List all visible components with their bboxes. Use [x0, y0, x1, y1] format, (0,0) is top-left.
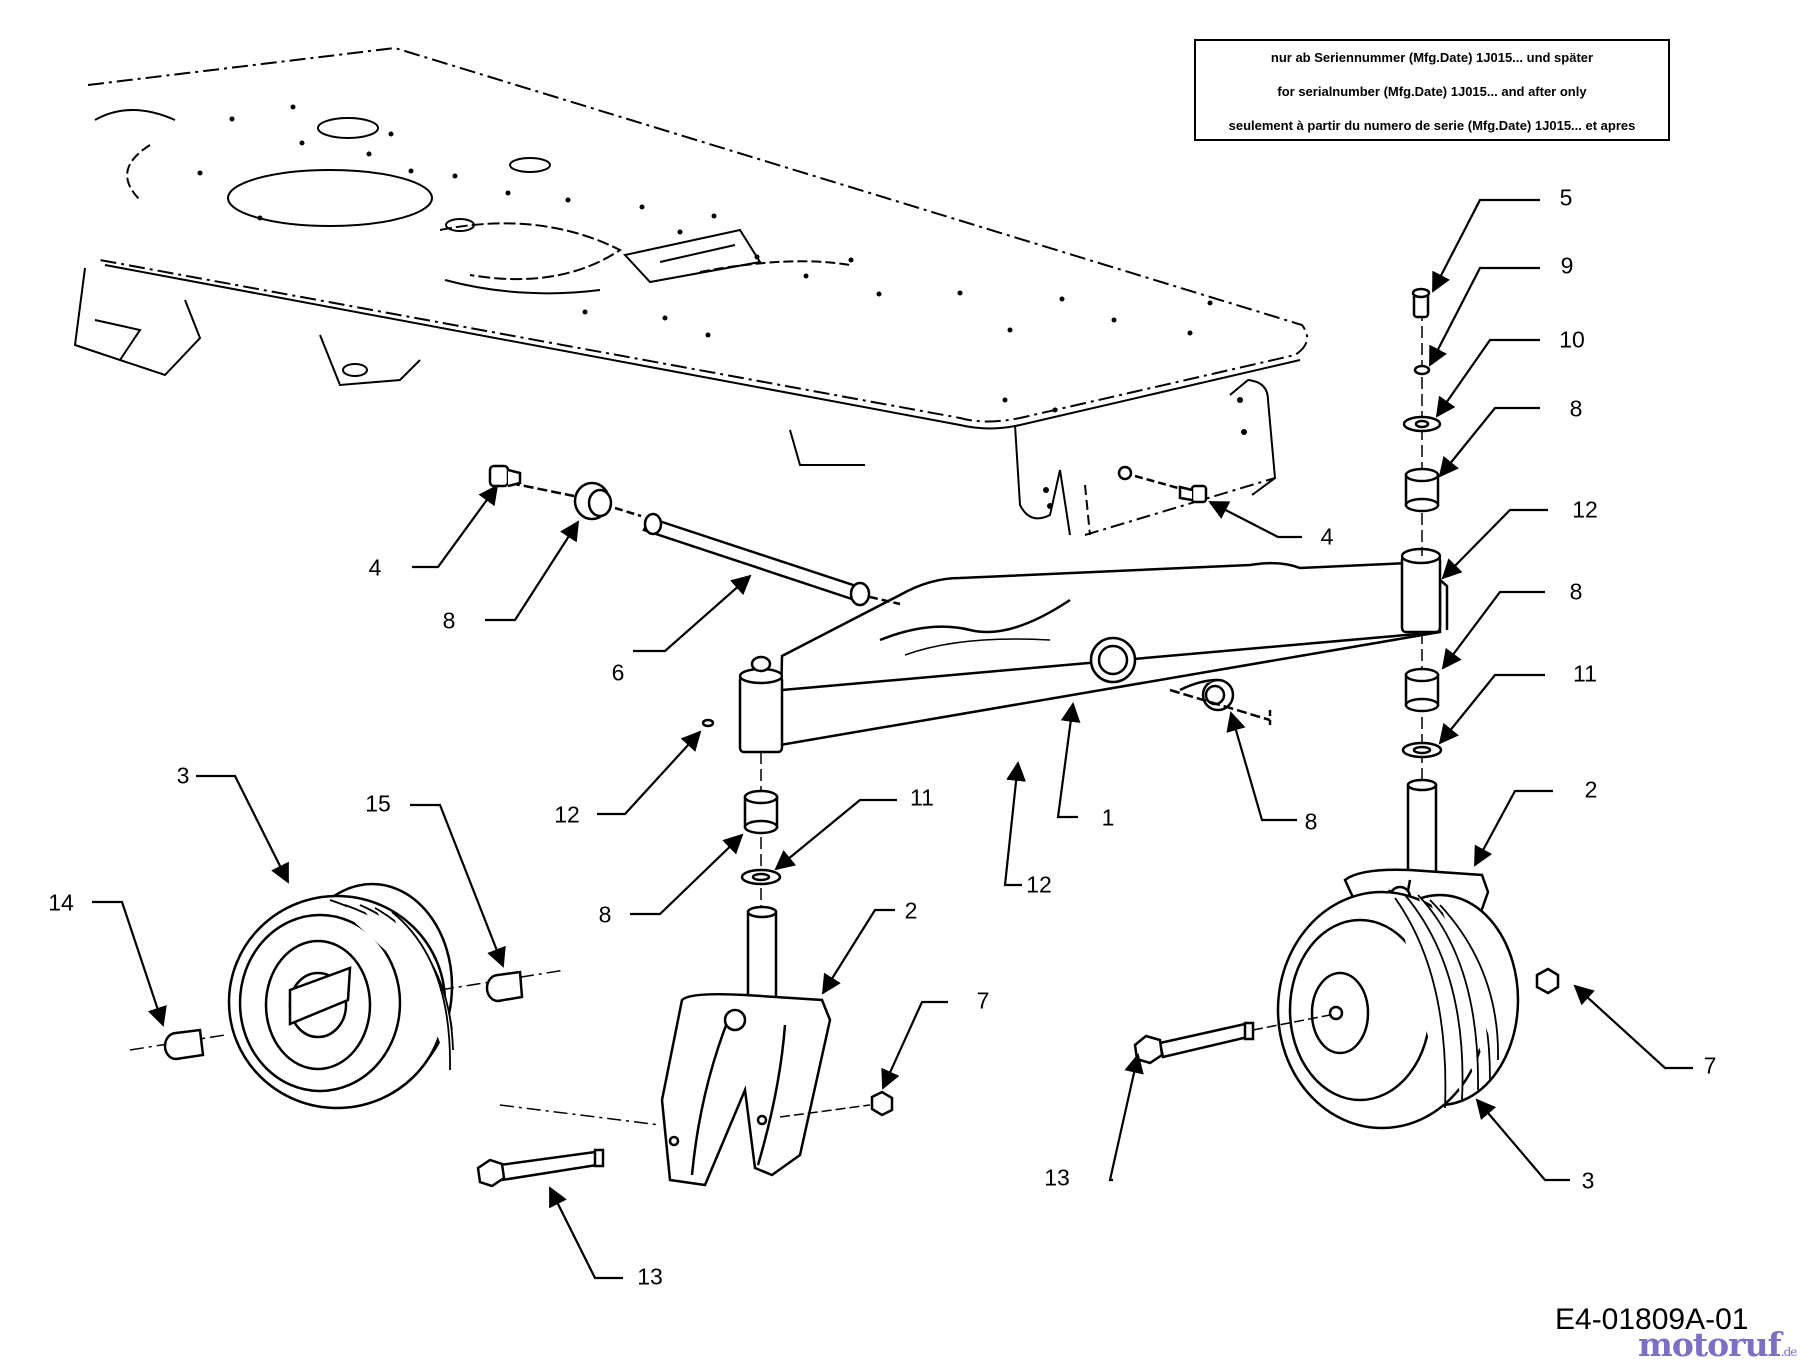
callout-14: 14 — [48, 889, 74, 916]
callout-12: 12 — [554, 801, 580, 828]
callout-4: 4 — [368, 554, 382, 581]
notice-line-german: nur ab Seriennummer (Mfg.Date) 1J015... … — [1270, 50, 1594, 65]
chassis-frame — [73, 46, 1309, 536]
left-axle-bolt — [476, 1090, 894, 1188]
callout-12: 12 — [1572, 496, 1598, 523]
callout-3: 3 — [176, 762, 190, 789]
callout-1: 1 — [1101, 804, 1115, 831]
logo-name: motoruf — [1638, 1325, 1782, 1364]
callout-10: 10 — [1559, 326, 1585, 353]
right-wheel — [1276, 890, 1520, 1130]
callout-15: 15 — [365, 790, 391, 817]
right-axle-bolt — [1133, 967, 1560, 1065]
callout-4: 4 — [1320, 523, 1334, 550]
front-axle — [738, 547, 1449, 754]
bolt-right — [1117, 465, 1208, 504]
left-caster-fork — [499, 905, 871, 1187]
wheel-spacers — [163, 970, 524, 1061]
callout-13: 13 — [1044, 1164, 1070, 1191]
left-spindle-stack — [701, 718, 782, 920]
drawing-code: E4-01809A-01 — [1555, 1303, 1749, 1336]
notice-line-french: seulement à partir du numero de serie (M… — [1228, 118, 1636, 133]
pivot-shaft — [614, 506, 901, 607]
right-spindle-stack — [1401, 287, 1443, 785]
callout-3: 3 — [1581, 1167, 1595, 1194]
callout-8: 8 — [1569, 395, 1583, 422]
bushing-front — [1169, 678, 1272, 725]
callout-13: 13 — [637, 1263, 663, 1290]
callout-6: 6 — [611, 659, 625, 686]
serial-number-notice: nur ab Seriennummer (Mfg.Date) 1J015... … — [1194, 39, 1670, 141]
chassis-holes — [197, 104, 1247, 509]
callout-11: 11 — [910, 784, 934, 811]
motoruf-logo: motoruf.de — [1638, 1325, 1798, 1364]
callout-9: 9 — [1560, 252, 1574, 279]
callout-2: 2 — [1584, 776, 1598, 803]
callout-11: 11 — [1573, 660, 1597, 687]
callout-12: 12 — [1026, 871, 1052, 898]
callout-7: 7 — [1703, 1052, 1717, 1079]
callout-2: 2 — [904, 897, 918, 924]
callout-8: 8 — [442, 607, 456, 634]
callout-8: 8 — [1304, 808, 1318, 835]
callout-leaders — [92, 198, 1693, 1280]
bolt-left — [488, 464, 522, 488]
callout-8: 8 — [598, 901, 612, 928]
callout-8: 8 — [1569, 578, 1583, 605]
logo-tld: .de — [1780, 1345, 1798, 1359]
notice-line-english: for serialnumber (Mfg.Date) 1J015... and… — [1277, 84, 1587, 99]
left-wheel — [129, 882, 566, 1110]
callout-7: 7 — [976, 987, 990, 1014]
bushing-left — [509, 481, 613, 521]
callout-5: 5 — [1559, 184, 1573, 211]
